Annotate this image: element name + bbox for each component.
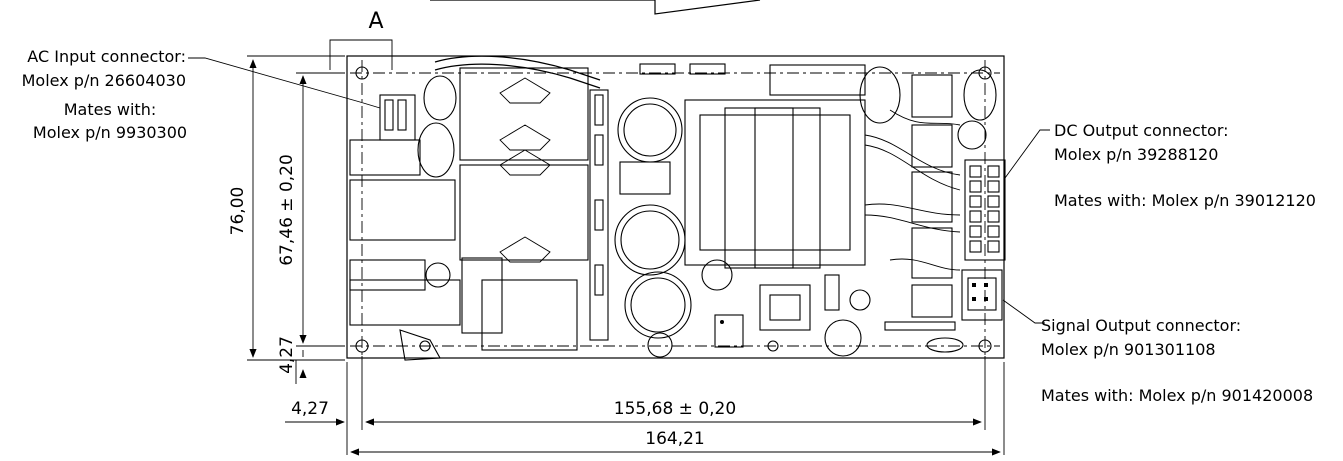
left-heatsink-block bbox=[459, 67, 609, 341]
signal-output-leader bbox=[1002, 299, 1045, 324]
top-cable bbox=[434, 55, 601, 81]
dim-height-total: 76,00 bbox=[228, 187, 248, 236]
dc-output-part: Molex p/n 39288120 bbox=[1054, 145, 1218, 164]
section-a-bracket bbox=[329, 39, 393, 70]
bulk-capacitors bbox=[614, 97, 871, 358]
dim-hole-offset-v: 4,27 bbox=[277, 336, 297, 374]
ac-input-connector bbox=[349, 75, 578, 361]
signal-output-label: Signal Output connector: bbox=[1041, 316, 1241, 335]
signal-output-connector bbox=[961, 269, 1003, 321]
ac-input-leader bbox=[188, 57, 381, 109]
ac-input-part: Molex p/n 26604030 bbox=[22, 71, 186, 90]
signal-output-part: Molex p/n 901301108 bbox=[1041, 340, 1216, 359]
dim-width-total: 164,21 bbox=[645, 429, 704, 449]
mounting-holes bbox=[355, 66, 992, 353]
output-inductors bbox=[911, 69, 997, 318]
ac-input-mates-part: Molex p/n 9930300 bbox=[33, 123, 187, 142]
pcb-outline bbox=[346, 55, 1005, 359]
main-transformer bbox=[639, 63, 901, 269]
ac-input-mates-label: Mates with: bbox=[64, 100, 156, 119]
dc-output-leader bbox=[1004, 129, 1050, 179]
aux-components bbox=[714, 274, 964, 353]
dc-output-label: DC Output connector: bbox=[1054, 121, 1229, 140]
signal-output-mates: Mates with: Molex p/n 901420008 bbox=[1041, 386, 1313, 405]
dim-width-holes: 155,68 ± 0,20 bbox=[614, 399, 736, 419]
ac-input-label: AC Input connector: bbox=[27, 47, 186, 66]
output-cables bbox=[864, 109, 961, 271]
section-a-label: A bbox=[368, 9, 383, 34]
dc-output-connector bbox=[964, 159, 1006, 261]
top-view-fragment bbox=[430, 0, 761, 15]
dim-height-holes: 67,46 ± 0,20 bbox=[277, 154, 297, 266]
dim-hole-offset-h: 4,27 bbox=[291, 399, 329, 419]
dc-output-mates: Mates with: Molex p/n 39012120 bbox=[1054, 191, 1316, 210]
